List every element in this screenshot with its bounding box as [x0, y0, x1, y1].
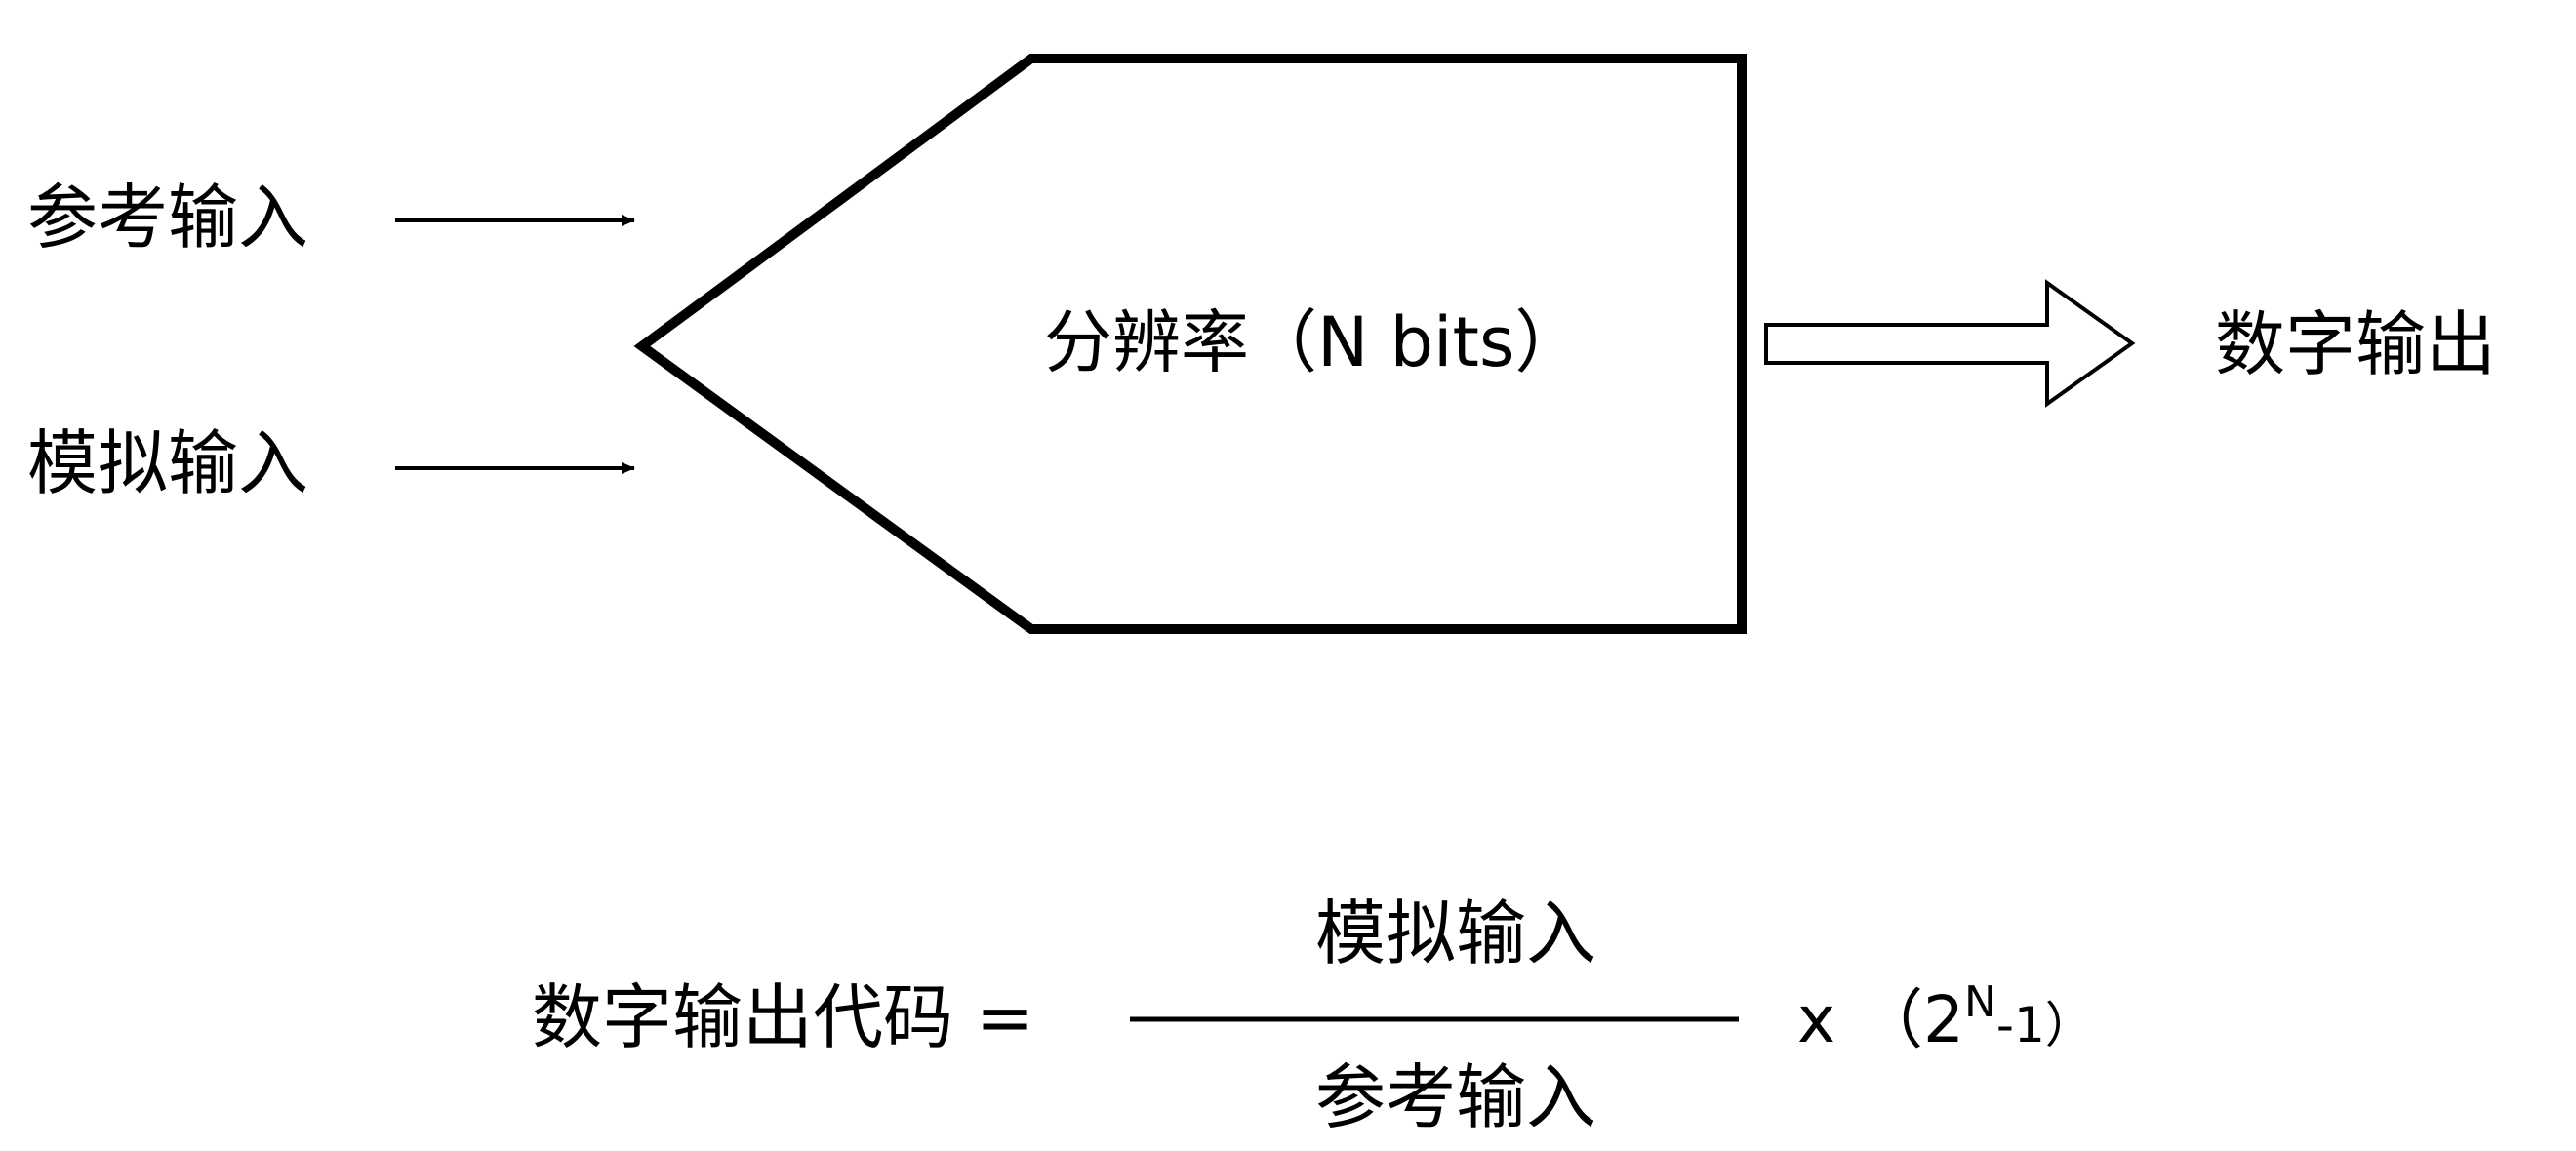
formula-factor-open: （2 [1859, 982, 1964, 1057]
formula-lhs: 数字输出代码 = [532, 976, 1034, 1058]
formula-numerator: 模拟输入 [1315, 893, 1596, 974]
formula-times: x [1797, 982, 1835, 1057]
analog-input-label: 模拟输入 [27, 422, 308, 504]
formula-factor-exponent: N [1964, 977, 1996, 1027]
reference-input-label: 参考输入 [27, 177, 308, 258]
adc-block-shape [633, 54, 1747, 634]
formula-factor-close: -1） [1996, 997, 2094, 1053]
formula-denominator: 参考输入 [1315, 1056, 1596, 1138]
digital-output-label: 数字输出 [2215, 303, 2496, 385]
formula-factor: （2N-1） [1859, 977, 2094, 1057]
resolution-label: 分辨率（N bits） [1044, 302, 1583, 382]
output-arrow [1764, 279, 2136, 408]
